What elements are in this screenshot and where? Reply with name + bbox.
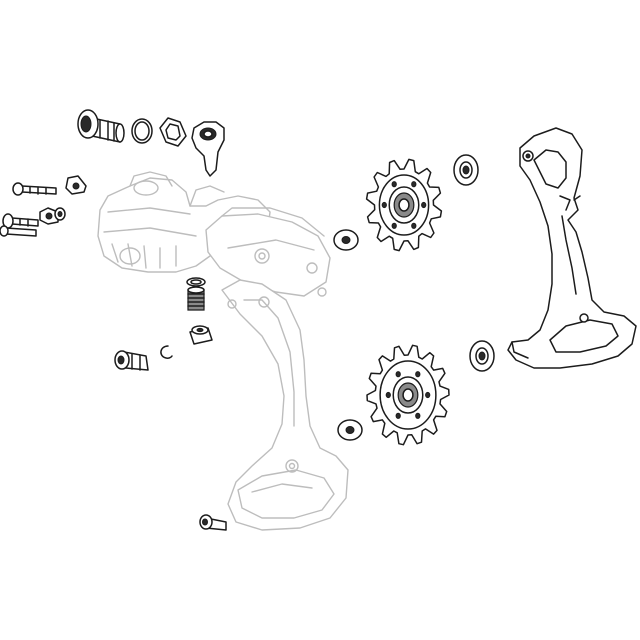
pulley-bore [398, 198, 410, 212]
small-washer [54, 207, 66, 221]
pulley-rim [378, 174, 430, 236]
pulley-washer-lower-right [469, 340, 495, 372]
lower-pulley-wheel [366, 344, 450, 446]
spring-screw [187, 286, 205, 311]
pulley-hole [395, 371, 401, 378]
b-knuckle-bolt [77, 109, 125, 143]
c-clip [160, 345, 173, 359]
derailleur-body [97, 171, 349, 531]
limit-screw-upper-nut [65, 175, 87, 195]
square-washer [159, 117, 187, 147]
limit-screw-lower [0, 213, 39, 237]
cable-anchor [114, 350, 149, 371]
pulley-washer-upper-left [333, 229, 359, 251]
inner-cage-plate [507, 127, 637, 369]
pulley-bolt [199, 514, 227, 531]
limit-screw-upper [12, 182, 57, 196]
pulley-washer-lower-left [337, 419, 363, 441]
pulley-hole [425, 391, 431, 399]
pulley-hole [385, 391, 391, 399]
cable-clamp-bolt [189, 325, 213, 345]
pulley-bore [402, 388, 414, 402]
pulley-hole [381, 201, 387, 209]
pulley-washer-upper-right [453, 154, 479, 186]
pulley-hole [421, 201, 427, 209]
pulley-hole [391, 181, 397, 188]
upper-pulley-wheel [365, 158, 443, 252]
hanger-hook [191, 121, 225, 177]
pulley-hole [391, 222, 397, 229]
pulley-hole [415, 371, 421, 378]
spring-washer [186, 277, 206, 287]
o-ring [131, 118, 153, 144]
limit-screw-lower-nut [39, 207, 59, 225]
pulley-hole [411, 181, 417, 188]
pulley-hole [415, 412, 421, 419]
pulley-rim [379, 360, 437, 430]
pulley-hole [411, 222, 417, 229]
pulley-hole [395, 412, 401, 419]
